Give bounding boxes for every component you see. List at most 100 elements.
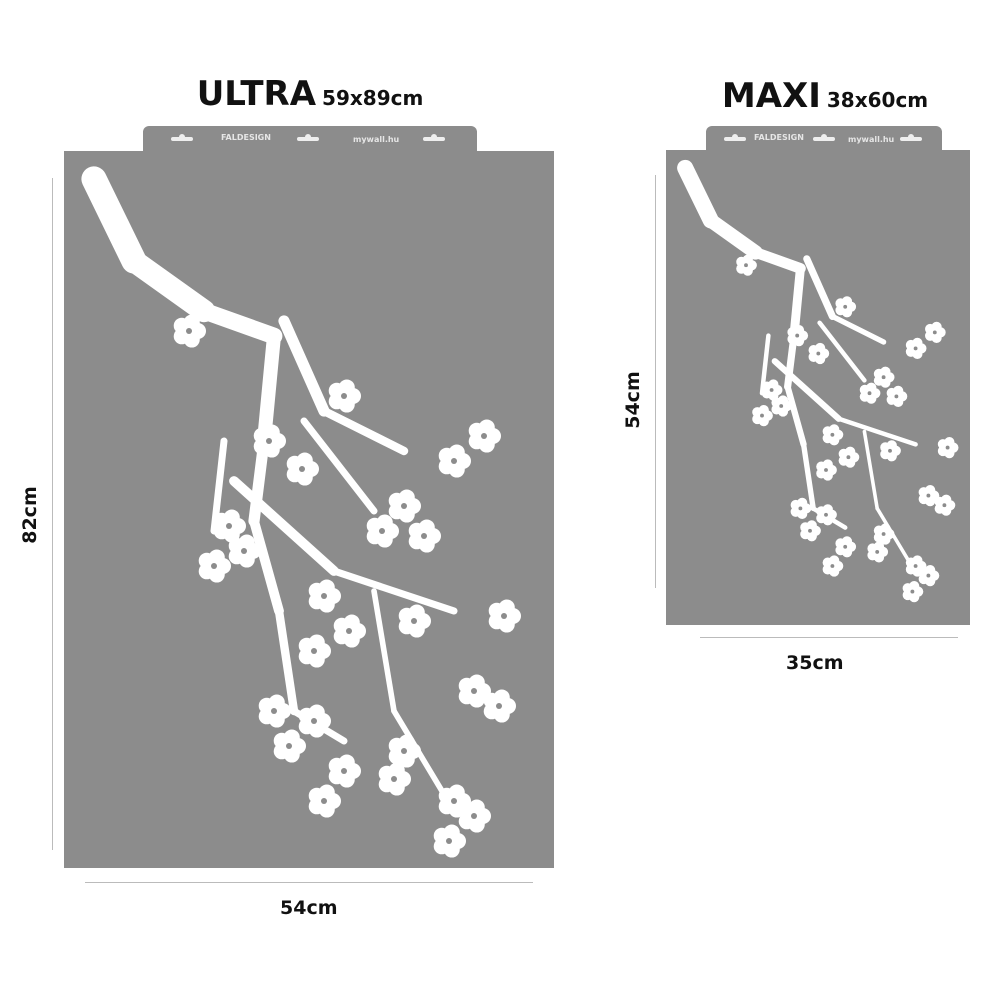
ultra-hanging-tab: FALDESIGN mywall.hu xyxy=(143,126,477,152)
blossom xyxy=(822,555,844,577)
blossom xyxy=(838,446,860,468)
blossom xyxy=(298,704,331,738)
width-measure-line xyxy=(700,637,958,638)
branch xyxy=(817,320,867,383)
blossom xyxy=(934,494,956,516)
blossom xyxy=(388,734,421,768)
branch xyxy=(319,406,409,456)
blossom xyxy=(198,549,231,583)
blossom xyxy=(483,689,516,723)
branch xyxy=(703,213,763,260)
branch xyxy=(771,358,842,422)
branch xyxy=(862,429,879,511)
branch xyxy=(229,476,339,576)
maxi-size: 38x60cm xyxy=(826,88,929,112)
blossom xyxy=(918,565,940,587)
blossom xyxy=(228,534,261,568)
blossom xyxy=(398,604,431,638)
width-measure-line xyxy=(85,882,533,883)
hook-icon xyxy=(171,134,193,141)
blossom xyxy=(873,523,895,545)
blossom xyxy=(458,674,491,708)
maxi-width-label: 35cm xyxy=(786,652,844,674)
blossom xyxy=(488,599,521,633)
blossom xyxy=(388,489,421,523)
blossom xyxy=(937,437,959,459)
blossom xyxy=(333,614,366,648)
blossom xyxy=(468,419,501,453)
blossom xyxy=(902,581,924,603)
blossom xyxy=(873,366,895,388)
height-measure-line xyxy=(52,178,53,850)
branch xyxy=(257,329,281,448)
blossom xyxy=(816,459,837,481)
blossom xyxy=(328,754,361,788)
branch xyxy=(784,383,807,448)
height-measure-line xyxy=(655,175,656,588)
branch xyxy=(789,263,805,341)
blossom xyxy=(433,824,466,858)
blossom xyxy=(258,694,291,728)
maxi-name: MAXI xyxy=(721,76,821,116)
blossom xyxy=(816,504,837,526)
blossom xyxy=(835,296,857,318)
branch xyxy=(300,417,378,515)
blossom xyxy=(328,379,361,413)
branch xyxy=(800,441,816,512)
branch xyxy=(677,159,719,229)
branch xyxy=(81,166,147,274)
hook-icon xyxy=(813,134,835,141)
blossom xyxy=(458,799,491,833)
branch xyxy=(274,606,299,716)
branch xyxy=(249,516,284,616)
blossom xyxy=(822,424,844,446)
branch xyxy=(803,255,836,320)
blossom xyxy=(925,321,946,343)
blossom xyxy=(808,342,830,365)
ultra-branch-pattern xyxy=(81,166,521,858)
branch xyxy=(784,332,798,391)
blossom xyxy=(286,452,319,486)
blossom xyxy=(438,444,471,478)
blossom xyxy=(298,634,331,668)
blossom xyxy=(835,536,857,558)
blossom xyxy=(859,382,881,404)
blossom xyxy=(736,254,757,276)
branch xyxy=(248,435,270,527)
branch xyxy=(829,313,887,345)
ultra-size: 59x89cm xyxy=(322,86,424,110)
ultra-width-label: 54cm xyxy=(280,897,338,919)
ultra-height-label: 82cm xyxy=(19,486,41,544)
branch xyxy=(836,416,918,447)
blossom xyxy=(867,541,889,563)
tab-logo: FALDESIGN xyxy=(754,133,804,142)
hook-icon xyxy=(900,134,922,141)
blossom xyxy=(308,784,341,818)
blossom xyxy=(880,440,901,462)
blossom xyxy=(308,579,341,613)
blossom xyxy=(800,520,821,542)
blossom xyxy=(905,337,927,359)
branch xyxy=(371,588,397,714)
hook-icon xyxy=(297,134,319,141)
branch xyxy=(330,567,458,615)
tab-url: mywall.hu xyxy=(848,135,895,144)
ultra-name: ULTRA xyxy=(196,74,317,114)
blossom xyxy=(787,325,809,347)
branch xyxy=(278,315,330,417)
blossom xyxy=(886,385,908,407)
branch xyxy=(195,302,283,345)
branch xyxy=(750,247,806,274)
tab-url: mywall.hu xyxy=(353,135,400,144)
maxi-hanging-tab: FALDESIGN mywall.hu xyxy=(706,126,942,151)
branch xyxy=(122,249,216,323)
blossom xyxy=(761,379,783,401)
blossom xyxy=(378,762,411,796)
tab-logo: FALDESIGN xyxy=(221,133,271,142)
blossom xyxy=(366,514,399,548)
hook-icon xyxy=(423,134,445,141)
blossom xyxy=(771,395,793,417)
blossom xyxy=(173,314,206,348)
